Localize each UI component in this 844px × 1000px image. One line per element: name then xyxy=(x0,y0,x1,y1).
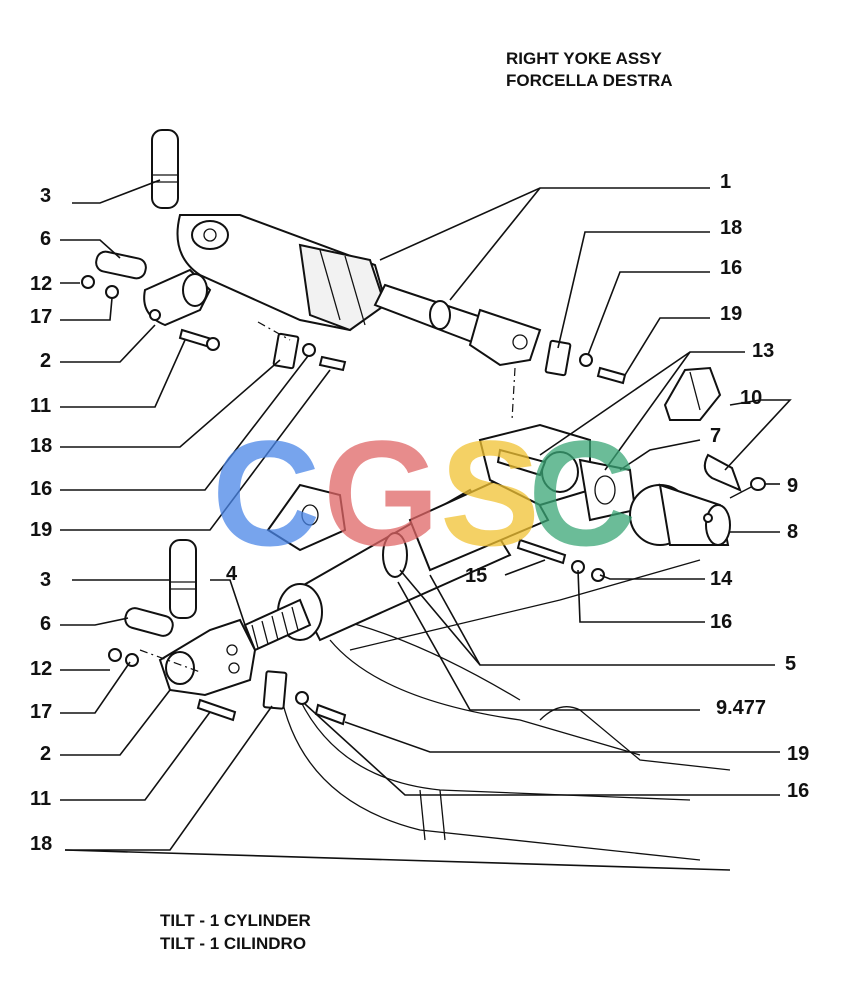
pin-top xyxy=(151,129,179,209)
callout-16-right: 16 xyxy=(720,257,742,279)
callout-11-top: 11 xyxy=(30,395,51,417)
callout-18-bottom: 18 xyxy=(30,833,52,855)
upper-small-parts xyxy=(81,250,627,421)
watermark-logo: C G S C xyxy=(212,409,636,577)
upper-yoke xyxy=(143,268,212,327)
watermark-letter-3: S xyxy=(440,409,540,577)
pin-8 xyxy=(629,483,731,546)
rear-mount xyxy=(478,366,722,522)
callout-19-left: 19 xyxy=(30,519,52,541)
lower-small-parts xyxy=(108,538,605,726)
callout-1: 1 xyxy=(720,171,731,193)
header-title-line1: RIGHT YOKE ASSY xyxy=(506,49,663,68)
callout-14: 14 xyxy=(710,568,733,590)
upper-cylinder xyxy=(176,214,542,367)
watermark-letter-1: C xyxy=(212,409,320,577)
callout-12-bottom: 12 xyxy=(30,658,52,680)
callout-10: 10 xyxy=(740,387,762,409)
callout-16-left: 16 xyxy=(30,478,52,500)
callout-15: 15 xyxy=(465,565,487,587)
callout-18-left: 18 xyxy=(30,435,52,457)
callout-17-top: 17 xyxy=(30,306,52,328)
footer-caption-line2: TILT - 1 CILINDRO xyxy=(160,934,306,953)
callout-16-mid: 16 xyxy=(710,611,732,633)
callout-6-top: 6 xyxy=(40,228,51,250)
callout-3-bottom: 3 xyxy=(40,569,51,591)
callout-8: 8 xyxy=(787,521,798,543)
callout-13: 13 xyxy=(752,340,774,362)
frame-outline xyxy=(279,559,731,861)
callout-2-top: 2 xyxy=(40,350,51,372)
lower-bracket xyxy=(266,483,347,552)
callout-18-right: 18 xyxy=(720,217,742,239)
callout-12-top: 12 xyxy=(30,273,52,295)
callout-17-bottom: 17 xyxy=(30,701,52,723)
callout-7: 7 xyxy=(710,425,721,447)
lower-cylinder xyxy=(243,468,550,652)
footer-caption-line1: TILT - 1 CYLINDER xyxy=(160,911,311,930)
callout-labels: 3 6 12 17 2 11 18 16 19 3 4 6 12 17 2 11… xyxy=(30,171,809,855)
callout-16-bottom-right: 16 xyxy=(787,780,809,802)
leader-lines xyxy=(60,179,792,871)
callout-9: 9 xyxy=(787,475,798,497)
callout-2-bottom: 2 xyxy=(40,743,51,765)
callout-19-right: 19 xyxy=(720,303,742,325)
callout-11-bottom: 11 xyxy=(30,788,51,810)
callout-9477: 9.477 xyxy=(716,697,766,719)
callout-6-bottom: 6 xyxy=(40,613,51,635)
watermark-letter-4: C xyxy=(528,409,636,577)
header-title-line2: FORCELLA DESTRA xyxy=(506,71,673,90)
callout-4: 4 xyxy=(226,563,238,585)
callout-19-bottom-right: 19 xyxy=(787,743,809,765)
watermark-letter-2: G xyxy=(323,409,440,577)
callout-3-top: 3 xyxy=(40,185,51,207)
pins-9-10 xyxy=(703,453,766,499)
callout-5: 5 xyxy=(785,653,796,675)
